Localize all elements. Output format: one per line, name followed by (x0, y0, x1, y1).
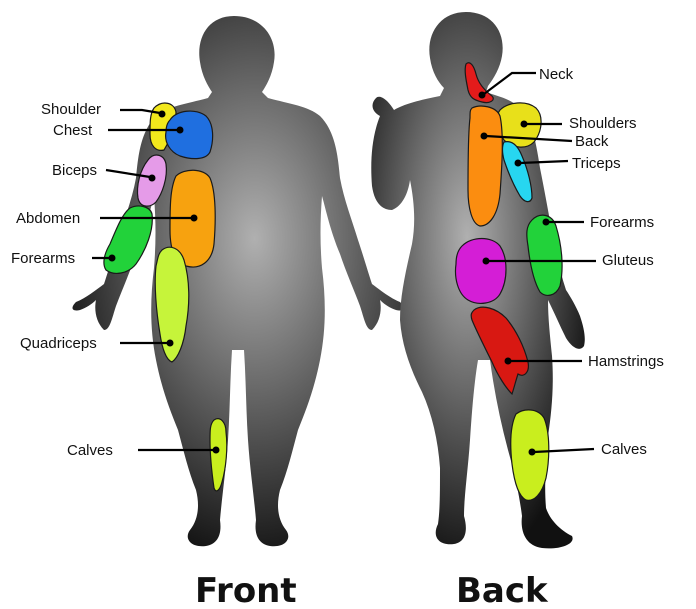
front-figure: Shoulder Chest Biceps Abdomen Forearms Q… (11, 16, 403, 609)
label-back-hamstrings: Hamstrings (588, 353, 664, 370)
dot-back-shoulders (521, 121, 528, 128)
caption-front: Front (195, 571, 297, 609)
dot-back-back (481, 133, 488, 140)
dot-front-forearms (109, 255, 116, 262)
label-front-abdomen: Abdomen (16, 210, 80, 227)
dot-back-neck (479, 92, 486, 99)
dot-front-abdomen (191, 215, 198, 222)
label-front-quadriceps: Quadriceps (20, 335, 97, 352)
label-back-shoulders: Shoulders (569, 115, 637, 132)
label-back-neck: Neck (539, 66, 574, 83)
label-front-forearms: Forearms (11, 250, 75, 267)
back-back-muscle (468, 106, 502, 226)
dot-back-hamstrings (505, 358, 512, 365)
label-back-calves: Calves (601, 441, 647, 458)
front-body-silhouette (73, 16, 404, 546)
label-back-triceps: Triceps (572, 155, 621, 172)
label-back-forearms: Forearms (590, 214, 654, 231)
label-front-chest: Chest (53, 122, 93, 139)
dot-back-triceps (515, 160, 522, 167)
front-calves-muscle (210, 419, 227, 491)
front-forearms-muscle (104, 206, 152, 273)
back-gluteus-muscle (456, 239, 507, 304)
back-calves-muscle (511, 410, 549, 500)
caption-back: Back (456, 571, 549, 609)
label-front-shoulder: Shoulder (41, 101, 101, 118)
front-chest-muscle (166, 111, 213, 159)
back-figure: Neck Shoulders Back Triceps Forearms Glu… (371, 12, 664, 609)
dot-front-chest (177, 127, 184, 134)
dot-back-gluteus (483, 258, 490, 265)
dot-front-quadriceps (167, 340, 174, 347)
label-back-gluteus: Gluteus (602, 252, 654, 269)
label-front-biceps: Biceps (52, 162, 97, 179)
dot-front-biceps (149, 175, 156, 182)
dot-front-shoulder (159, 111, 166, 118)
label-back-back: Back (575, 133, 609, 150)
dot-front-calves (213, 447, 220, 454)
dot-back-calves (529, 449, 536, 456)
dot-back-forearms (543, 219, 550, 226)
label-front-calves: Calves (67, 442, 113, 459)
